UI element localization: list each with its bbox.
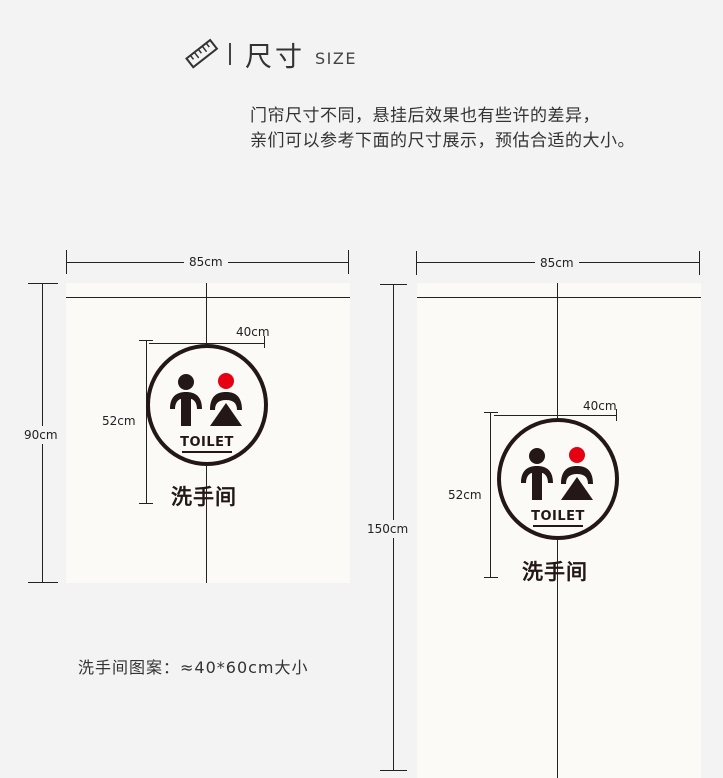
sign-circle: [146, 344, 268, 466]
sign-word: TOILET: [180, 435, 234, 450]
section-title-en: SIZE: [315, 48, 357, 68]
curtain-large-height-label: 150cm: [366, 520, 410, 538]
curtain-large-rod: [417, 297, 701, 298]
sign-large-cn-label: 洗手间: [522, 560, 588, 584]
section-header: 尺寸 SIZE: [185, 30, 357, 78]
sign-large-width-label: 40cm: [583, 399, 617, 413]
header-divider: [229, 43, 231, 65]
curtain-small-height-label: 90cm: [22, 426, 60, 444]
sign-small-height-label: 52cm: [102, 414, 136, 428]
section-title: 尺寸: [245, 41, 305, 73]
curtain-small-rod: [66, 297, 350, 298]
description-line-2: 亲们可以参考下面的尺寸展示，预估合适的大小。: [250, 131, 635, 151]
restroom-figures-icon: [170, 373, 242, 426]
curtain-small-width-label: 85cm: [184, 255, 228, 269]
sign-large-height-label: 52cm: [448, 488, 482, 502]
description: 门帘尺寸不同，悬挂后效果也有些许的差异， 亲们可以参考下面的尺寸展示，预估合适的…: [250, 104, 635, 154]
pattern-size-note: 洗手间图案：≈40*60cm大小: [78, 658, 309, 677]
sign-circle: [497, 418, 619, 540]
description-line-1: 门帘尺寸不同，悬挂后效果也有些许的差异，: [250, 106, 600, 126]
sign-small-width-label: 40cm: [236, 325, 270, 339]
restroom-figures-icon: [521, 447, 593, 500]
curtain-large-width-label: 85cm: [535, 256, 579, 270]
ruler-icon: [185, 37, 219, 71]
sign-word: TOILET: [531, 509, 585, 524]
sign-small-cn-label: 洗手间: [171, 485, 237, 509]
